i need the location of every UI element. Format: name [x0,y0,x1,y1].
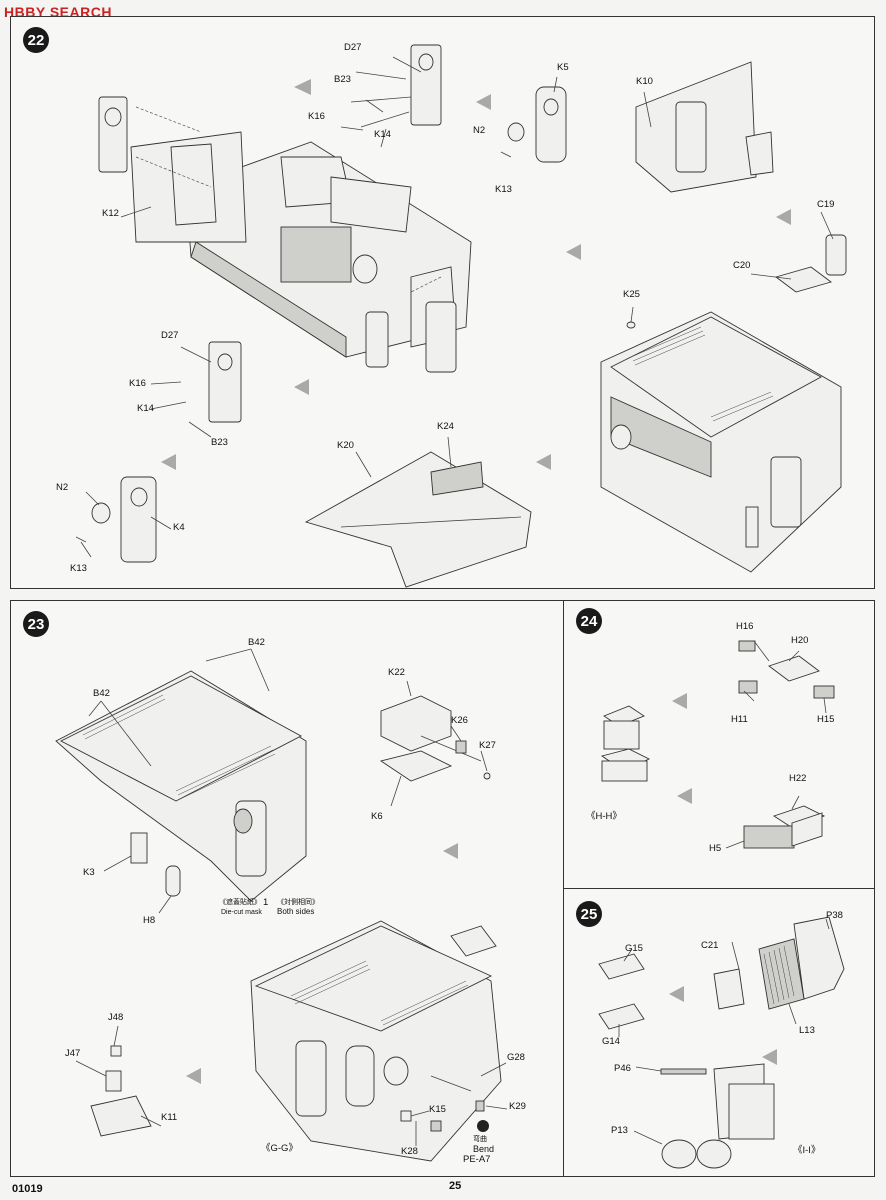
view-i-i: 《I-I》 [793,1145,821,1156]
label-c20: C20 [733,260,751,271]
label-k5: K5 [557,62,569,73]
bend-note-en: Bend [473,1144,495,1154]
label-h8: H8 [143,915,156,926]
step-25-panel: 25 G15 C21 P38 G14 L13 P46 P13 《I-I》 [563,888,875,1177]
label-k10: K10 [636,76,653,87]
die-cut-mask-cn: 《遮蓋貼紙》 [219,899,261,906]
step-23-drawing [55,648,508,1162]
label-k3: K3 [83,867,95,878]
both-sides-en: Both sides [277,907,315,916]
label-k14-mid: K14 [137,403,154,414]
label-g14: G14 [602,1036,620,1047]
label-k20: K20 [337,440,354,451]
die-cut-mask-en: Die-cut mask [221,909,262,916]
page-number: 25 [449,1180,462,1192]
label-h11: H11 [731,714,748,725]
step-25-number: 25 [576,901,602,927]
label-k14-top: K14 [374,129,391,140]
label-k28: K28 [401,1146,418,1157]
label-k11: K11 [161,1112,178,1123]
label-n2-top: N2 [473,125,486,136]
label-k27: K27 [479,740,496,751]
label-p13: P13 [611,1125,628,1136]
step-24-number: 24 [576,608,602,634]
label-c19: C19 [817,199,835,210]
bend-note-cn: 弯曲 [473,1136,487,1143]
both-sides-cn: 《対側相同》 [277,899,319,906]
label-n2-bottom: N2 [56,482,69,493]
label-h22: H22 [789,773,807,784]
step-24-panel: 24 H16 H20 H11 H15 《H-H》 H22 H5 [563,600,875,890]
label-c21: C21 [701,940,719,951]
label-k25: K25 [623,289,640,300]
label-j48: J48 [108,1012,124,1023]
label-h5: H5 [709,843,722,854]
product-code: 01019 [12,1183,43,1195]
label-k13-bottom: K13 [70,563,87,574]
label-h16: H16 [736,621,754,632]
view-g-g: 《G-G》 [261,1143,298,1154]
label-k24: K24 [437,421,454,432]
label-k4: K4 [173,522,185,533]
step-23-panel: 23 [10,600,564,1177]
label-g28: G28 [507,1052,525,1063]
view-h-h: 《H-H》 [586,811,622,822]
label-j47: J47 [65,1048,81,1059]
label-k16-top: K16 [308,111,325,122]
step-22-drawing [75,44,847,588]
label-b23-mid: B23 [211,437,228,448]
label-p46: P46 [614,1063,631,1074]
step-22-number: 22 [23,27,49,53]
label-b42-left: B42 [93,688,110,699]
watermark-brand: H [4,4,15,20]
pe-part-label: PE-A7 [463,1154,491,1165]
die-cut-mask-number: 1 [263,897,269,908]
label-k16-mid: K16 [129,378,146,389]
label-h20: H20 [791,635,809,646]
label-b23-top: B23 [334,74,351,85]
label-l13: L13 [799,1025,815,1036]
step-24-drawing [600,640,835,849]
step-25-drawing [598,916,845,1169]
step-22-panel: 22 [10,16,875,589]
label-k15: K15 [429,1104,446,1115]
label-k12: K12 [102,208,119,219]
label-k26: K26 [451,715,468,726]
label-h15: H15 [817,714,835,725]
label-k29: K29 [509,1101,526,1112]
label-d27-mid: D27 [161,330,179,341]
label-b42-top: B42 [248,637,265,648]
label-k13-top: K13 [495,184,512,195]
label-d27-top: D27 [344,42,362,53]
label-p38: P38 [826,910,843,921]
label-k22: K22 [388,667,405,678]
label-k6: K6 [371,811,383,822]
label-g15: G15 [625,943,643,954]
step-23-number: 23 [23,611,49,637]
